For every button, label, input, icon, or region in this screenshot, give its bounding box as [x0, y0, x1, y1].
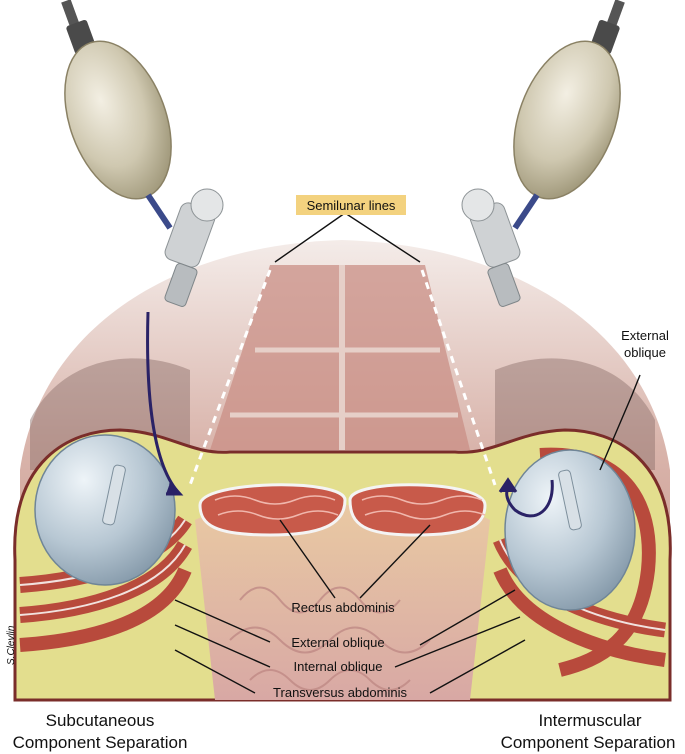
rectus-surface [210, 265, 470, 450]
label-internal-oblique: Internal oblique [294, 659, 383, 674]
left-balloon-trocar [102, 464, 126, 526]
rectus-right [348, 483, 487, 537]
right-balloon-trocar [558, 469, 582, 531]
left-inflation-bulb [61, 0, 173, 230]
left-dissection-arrow [146, 311, 184, 496]
label-transversus-abdominis: Transversus abdominis [273, 685, 407, 700]
label-semilunar-lines: Semilunar lines [307, 198, 396, 213]
right-trocar [461, 188, 521, 307]
caption-right-line2: Component Separation [501, 733, 676, 752]
caption-left-line1: Subcutaneous [46, 711, 155, 730]
semilunar-label-bg [296, 195, 406, 215]
artist-signature: S.Clevlin [6, 625, 17, 665]
right-dissection-balloon [504, 449, 636, 611]
caption-right-line1: Intermuscular [539, 711, 642, 730]
label-external-oblique: External oblique [291, 635, 384, 650]
label-rectus-abdominis: Rectus abdominis [291, 600, 395, 615]
right-inflation-bulb [512, 0, 625, 230]
rectus-left [198, 483, 347, 537]
left-trocar [164, 188, 224, 307]
bowel-loops [229, 586, 431, 691]
abdominal-cavity [195, 505, 490, 700]
label-external-oblique-top-1: External [621, 328, 669, 343]
right-dissection-arrow [498, 477, 554, 518]
label-external-oblique-top-2: oblique [624, 345, 666, 360]
caption-left-line2: Component Separation [13, 733, 188, 752]
